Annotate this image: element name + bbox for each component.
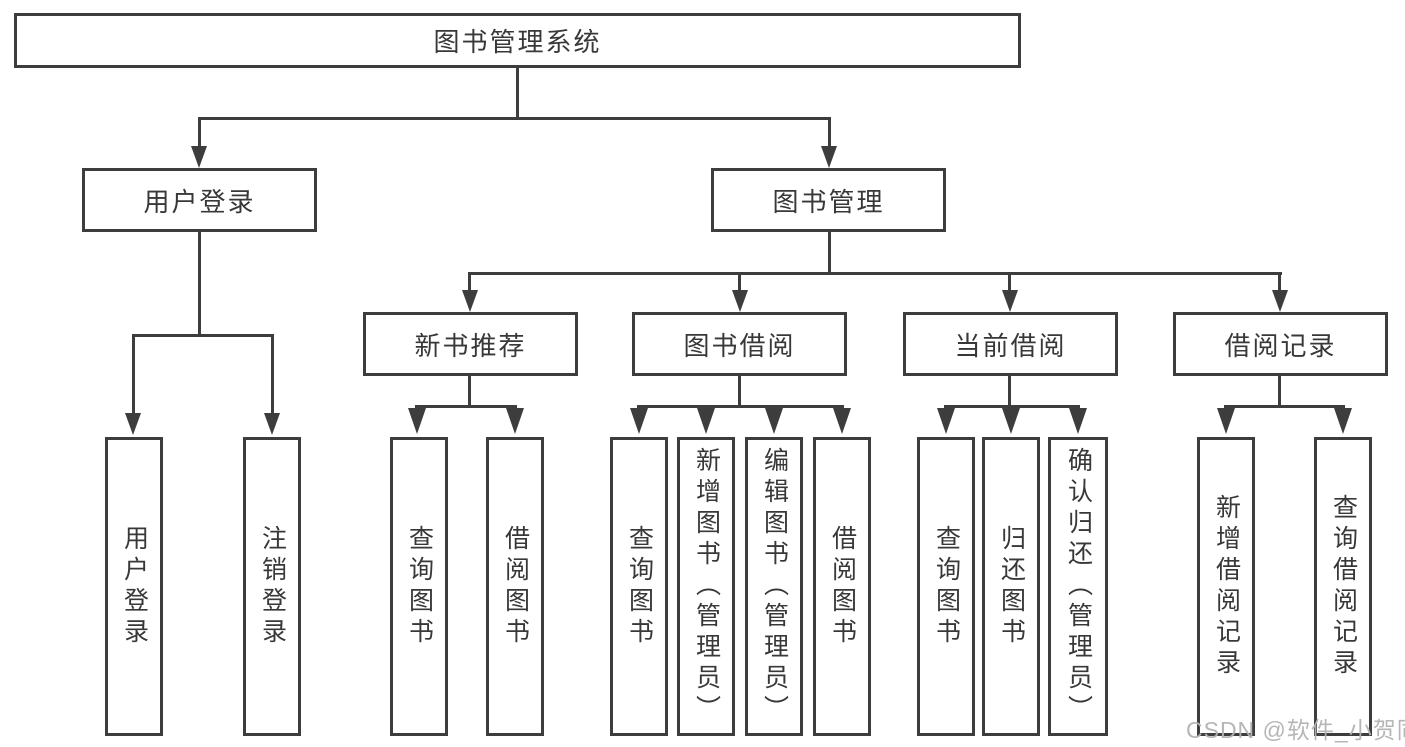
node-borrowing-records-label: 借阅记录 xyxy=(1224,330,1337,361)
csdn-watermark: CSDN @软件_小贺同学 xyxy=(1186,717,1405,743)
arrow-down-icon xyxy=(1002,408,1020,434)
connector-line xyxy=(1224,405,1345,408)
leaf-user-login-label: 用户登录 xyxy=(120,524,149,649)
connector-line xyxy=(271,334,274,414)
arrow-down-icon xyxy=(630,408,648,434)
leaf-logout-label: 注销登录 xyxy=(258,524,287,649)
leaf-borrowing-edit-books: 编辑图书（管理员） xyxy=(745,437,803,736)
leaf-recommend-query-books: 查询图书 xyxy=(390,437,448,736)
leaf-records-add-record: 新增借阅记录 xyxy=(1197,437,1255,736)
leaf-current-query-books-label: 查询图书 xyxy=(932,524,961,649)
arrow-down-icon xyxy=(1334,408,1352,434)
arrow-down-icon xyxy=(1002,290,1018,312)
node-root: 图书管理系统 xyxy=(14,13,1021,68)
arrow-down-icon xyxy=(408,408,426,434)
connector-line xyxy=(738,272,741,292)
connector-line xyxy=(198,232,201,337)
connector-line xyxy=(516,68,519,120)
leaf-records-query-record-label: 查询借阅记录 xyxy=(1329,493,1358,680)
arrow-down-icon xyxy=(264,413,280,435)
leaf-borrowing-query-books-label: 查询图书 xyxy=(625,524,654,649)
leaf-current-query-books: 查询图书 xyxy=(917,437,975,736)
node-book-management: 图书管理 xyxy=(711,168,946,232)
connector-line xyxy=(415,405,517,408)
leaf-current-confirm-return-label: 确认归还（管理员） xyxy=(1064,447,1093,726)
leaf-current-confirm-return: 确认归还（管理员） xyxy=(1048,437,1108,736)
connector-line xyxy=(828,232,831,274)
arrow-down-icon xyxy=(821,146,837,168)
connector-line xyxy=(1008,376,1011,408)
connector-line xyxy=(468,272,471,292)
leaf-records-query-record: 查询借阅记录 xyxy=(1314,437,1372,736)
node-root-label: 图书管理系统 xyxy=(433,27,602,57)
connector-line xyxy=(132,334,274,337)
arrow-down-icon xyxy=(697,408,715,434)
node-book-borrowing: 图书借阅 xyxy=(632,312,847,376)
node-current-borrowing-label: 当前借阅 xyxy=(954,330,1067,361)
connector-line xyxy=(1008,272,1011,292)
node-book-borrowing-label: 图书借阅 xyxy=(683,330,796,361)
arrow-down-icon xyxy=(506,408,524,434)
leaf-borrowing-add-books-label: 新增图书（管理员） xyxy=(692,447,721,726)
leaf-borrowing-add-books: 新增图书（管理员） xyxy=(677,437,735,736)
node-new-book-recommend: 新书推荐 xyxy=(363,312,578,376)
leaf-recommend-borrow-books: 借阅图书 xyxy=(486,437,544,736)
leaf-user-login: 用户登录 xyxy=(105,437,163,736)
leaf-borrowing-borrow-books: 借阅图书 xyxy=(813,437,871,736)
connector-line xyxy=(637,405,844,408)
connector-line xyxy=(468,272,1282,275)
leaf-recommend-query-books-label: 查询图书 xyxy=(405,524,434,649)
connector-line xyxy=(1278,272,1281,292)
arrow-down-icon xyxy=(765,408,783,434)
leaf-recommend-borrow-books-label: 借阅图书 xyxy=(501,524,530,649)
leaf-borrowing-borrow-books-label: 借阅图书 xyxy=(828,524,857,649)
arrow-down-icon xyxy=(462,290,478,312)
node-user-login: 用户登录 xyxy=(82,168,317,232)
connector-line xyxy=(944,405,1080,408)
connector-line xyxy=(738,376,741,408)
arrow-down-icon xyxy=(1217,408,1235,434)
arrow-down-icon xyxy=(833,408,851,434)
leaf-borrowing-query-books: 查询图书 xyxy=(610,437,668,736)
connector-line xyxy=(468,376,471,408)
connector-line xyxy=(132,334,135,414)
connector-line xyxy=(828,117,831,150)
connector-line xyxy=(1278,376,1281,408)
node-user-login-label: 用户登录 xyxy=(143,186,256,217)
leaf-borrowing-edit-books-label: 编辑图书（管理员） xyxy=(760,447,789,726)
leaf-records-add-record-label: 新增借阅记录 xyxy=(1212,493,1241,680)
arrow-down-icon xyxy=(1272,290,1288,312)
node-current-borrowing: 当前借阅 xyxy=(903,312,1118,376)
connector-line xyxy=(198,117,831,120)
leaf-current-return-books-label: 归还图书 xyxy=(997,524,1026,649)
node-new-book-recommend-label: 新书推荐 xyxy=(414,330,527,361)
connector-line xyxy=(198,117,201,150)
arrow-down-icon xyxy=(125,413,141,435)
leaf-current-return-books: 归还图书 xyxy=(982,437,1040,736)
arrow-down-icon xyxy=(732,290,748,312)
node-borrowing-records: 借阅记录 xyxy=(1173,312,1388,376)
leaf-logout: 注销登录 xyxy=(243,437,301,736)
arrow-down-icon xyxy=(191,146,207,168)
node-book-management-label: 图书管理 xyxy=(772,186,885,217)
arrow-down-icon xyxy=(1069,408,1087,434)
arrow-down-icon xyxy=(937,408,955,434)
